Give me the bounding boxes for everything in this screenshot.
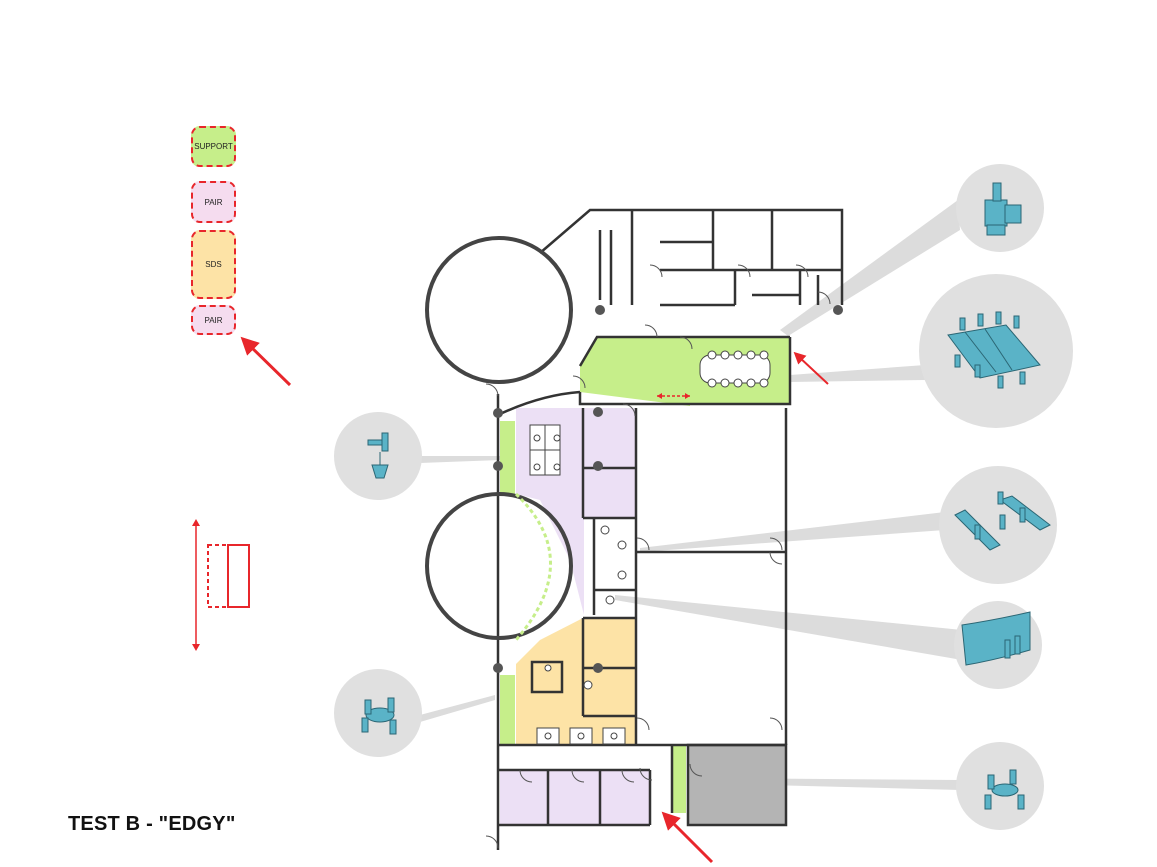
callout-workstation-bench [939, 466, 1057, 584]
zone-fills [500, 337, 790, 825]
red-arrow-conference [793, 351, 829, 385]
zone-grey-room [688, 745, 786, 825]
red-arrow-legend [240, 336, 292, 387]
legend-support-label: SUPPORT [194, 142, 233, 151]
red-markers [192, 336, 829, 864]
workstation-bench-icon [954, 491, 1051, 551]
rotunda-lower [425, 492, 573, 640]
callout-curved-panel [954, 601, 1042, 689]
callout-round-table [334, 669, 422, 757]
red-dashed-box [207, 544, 229, 608]
round-table-icon [361, 697, 397, 735]
callout-cafe-table [956, 742, 1044, 830]
red-arrow-bottom [661, 811, 714, 864]
legend-pair-bottom: PAIR [191, 305, 236, 335]
cafe-table-icon [984, 769, 1025, 810]
furniture [529, 350, 771, 745]
callout-copier [956, 164, 1044, 252]
rotundas [425, 236, 573, 640]
copier-icon [984, 182, 1022, 236]
conference-table-icon [947, 311, 1041, 389]
red-solid-box [227, 544, 250, 608]
callout-conference [919, 274, 1073, 428]
legend-support: SUPPORT [191, 126, 236, 167]
rotunda-dashed-edge [514, 492, 552, 641]
legend-pair-label: PAIR [204, 197, 223, 207]
columns [493, 305, 843, 673]
zone-support-strip-3 [672, 745, 686, 813]
zone-sds [516, 618, 636, 745]
callout-leaders [420, 200, 962, 790]
page-title: TEST B - "EDGY" [68, 813, 236, 835]
walls [496, 208, 844, 850]
curved-panel-icon [961, 611, 1031, 666]
callout-desk-chair [334, 412, 422, 500]
legend-pair-top: PAIR [191, 181, 236, 223]
desk-chair-icon [367, 432, 389, 479]
legend-sds: SDS [191, 230, 236, 299]
legend-pair-label: PAIR [204, 315, 223, 325]
legend-sds-label: SDS [205, 260, 222, 269]
door-swings [485, 264, 831, 849]
zone-support-strip-2 [500, 675, 515, 745]
zone-support-strip-1 [500, 421, 515, 494]
rotunda-upper [425, 236, 573, 384]
